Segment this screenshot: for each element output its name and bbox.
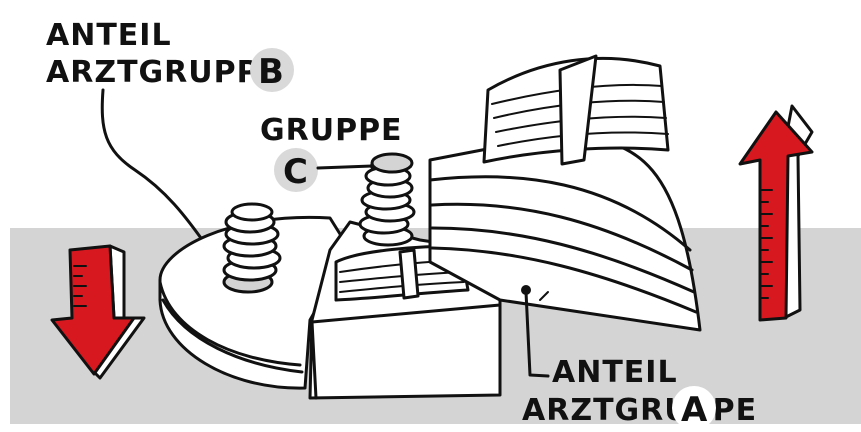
label-group-b: ANTEIL ARZTGRUPPE B bbox=[46, 18, 294, 255]
group-b-letter: B bbox=[258, 52, 285, 92]
group-b-line2: ARZTGRUPPE bbox=[46, 55, 281, 90]
coin-stack-c bbox=[358, 152, 416, 247]
group-a-line1: ANTEIL bbox=[552, 355, 678, 390]
group-a-line2: ARZTGRUPPE bbox=[522, 393, 757, 428]
group-b-line1: ANTEIL bbox=[46, 18, 172, 53]
group-c-line1: GRUPPE bbox=[260, 113, 403, 148]
label-group-c: GRUPPE C bbox=[260, 113, 403, 192]
label-group-a: ANTEIL ARZTGRUPPE A bbox=[522, 290, 757, 430]
group-b-badge bbox=[250, 48, 294, 92]
pie-slice-group-b bbox=[158, 202, 352, 390]
group-a-badge bbox=[672, 386, 716, 430]
group-c-badge bbox=[274, 148, 318, 192]
group-a-letter: A bbox=[681, 390, 708, 430]
group-c-pointer bbox=[316, 164, 374, 170]
group-a-pointer bbox=[524, 290, 550, 378]
coin-stack-b bbox=[222, 202, 282, 294]
pie-slice-group-a bbox=[428, 54, 702, 332]
group-a-pointer-dot bbox=[521, 285, 531, 295]
down-arrow-icon bbox=[50, 244, 146, 380]
group-c-letter: C bbox=[283, 152, 309, 192]
up-arrow-icon bbox=[738, 104, 814, 322]
group-b-pointer bbox=[100, 88, 210, 250]
